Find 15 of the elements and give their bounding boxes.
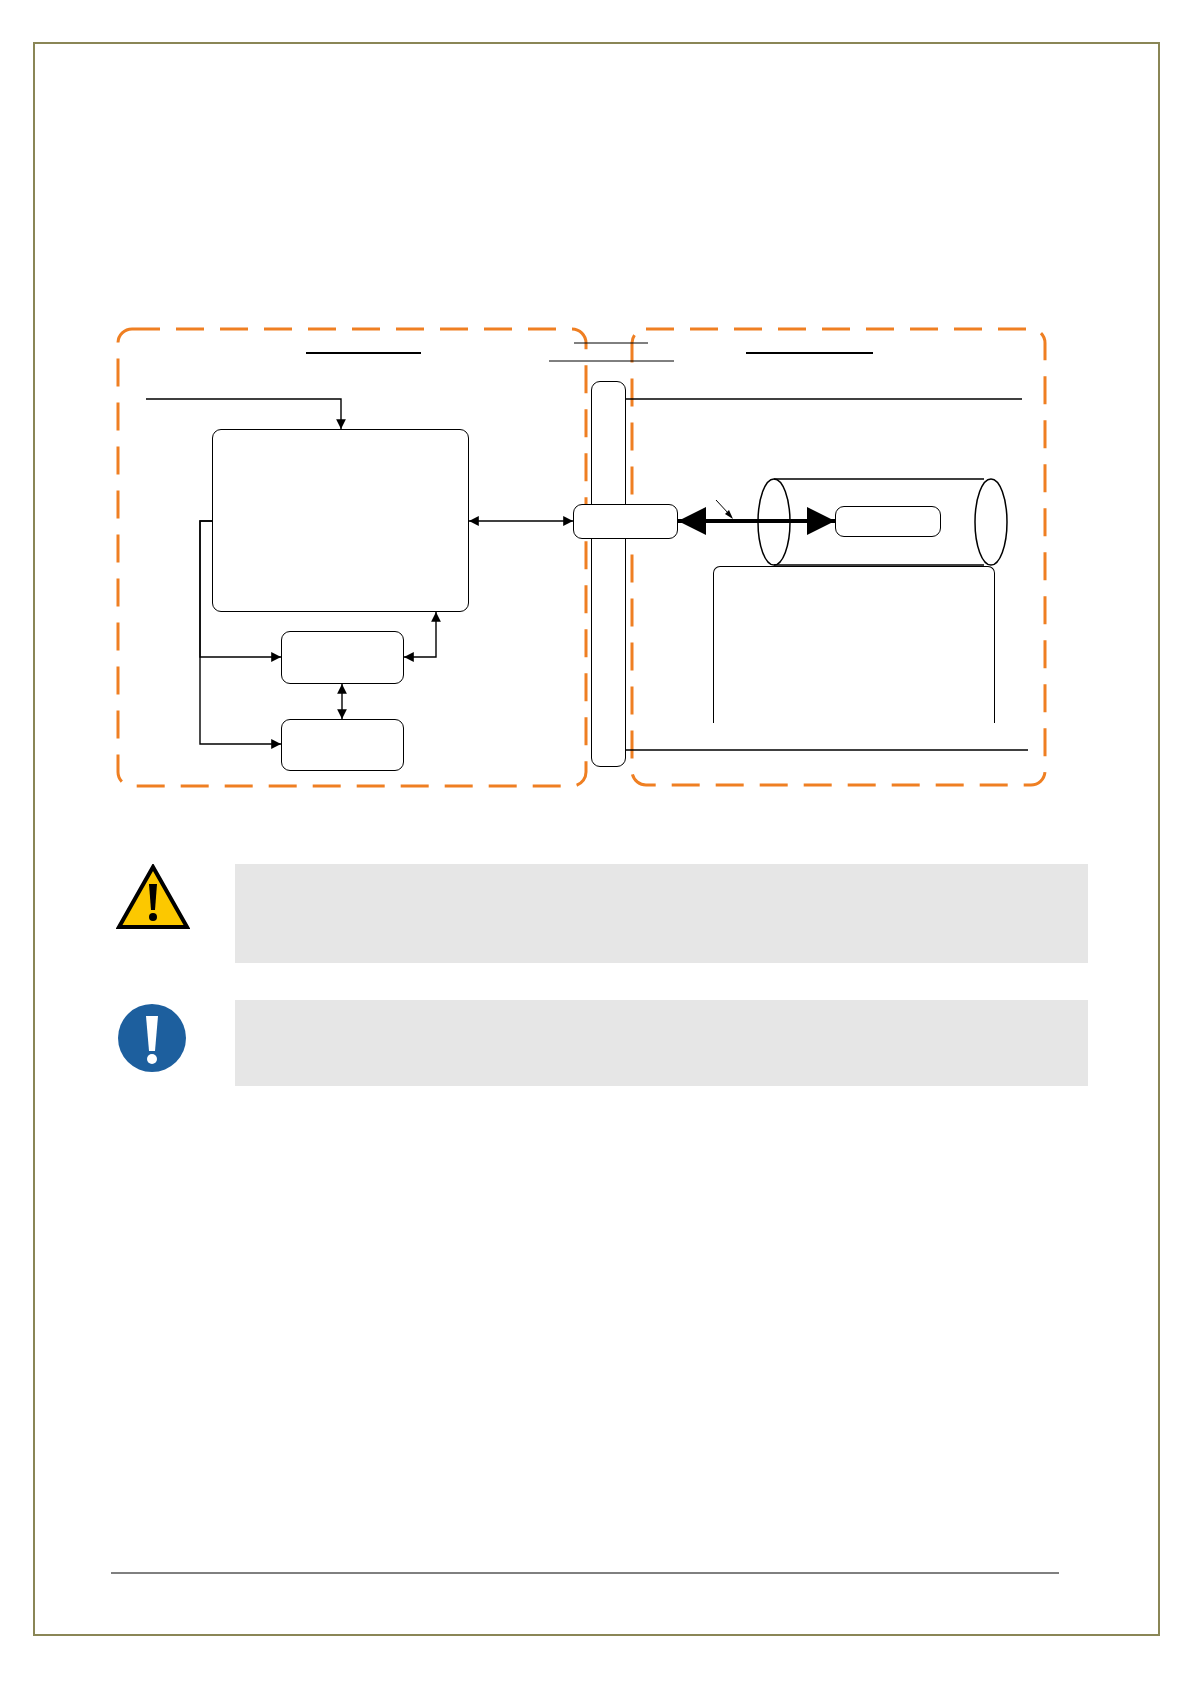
arrow [145,398,346,430]
arrow [337,683,347,720]
arrow [403,611,441,662]
arrow [199,520,282,749]
process-box [713,566,995,723]
connector-line [625,398,1023,400]
arrow [678,507,835,535]
arrow [468,516,574,526]
vertical-bar [591,381,626,767]
process-box [573,504,678,539]
process-box [212,429,469,612]
connector-line [625,749,1029,751]
process-box [281,631,404,684]
process-box [281,719,404,771]
process-box [835,506,941,537]
